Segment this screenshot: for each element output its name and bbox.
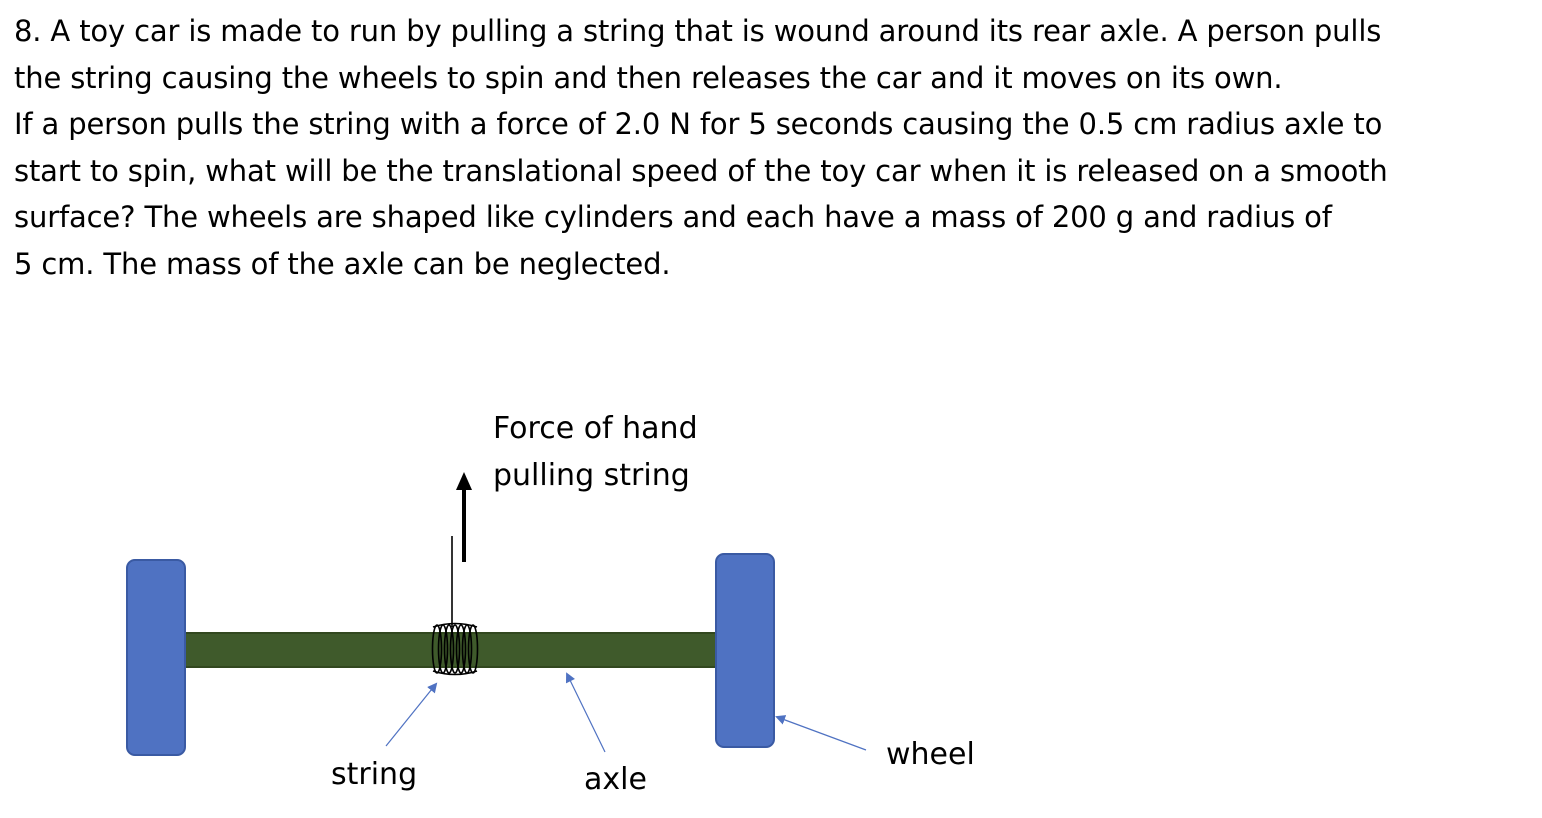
- problem-line: 5 cm. The mass of the axle can be neglec…: [14, 246, 671, 281]
- axle-label: axle: [584, 762, 647, 797]
- problem-line: 8. A toy car is made to run by pulling a…: [14, 14, 1382, 48]
- problem-line: If a person pulls the string with a forc…: [14, 107, 1383, 141]
- problem-statement: 8. A toy car is made to run by pulling a…: [14, 8, 1524, 287]
- string-pointer-arrow: [385, 682, 438, 747]
- force-label-line-2: pulling string: [493, 458, 690, 493]
- wheel-label: wheel: [886, 737, 975, 772]
- string-label: string: [331, 757, 417, 792]
- problem-line: surface? The wheels are shaped like cyli…: [14, 200, 1332, 234]
- problem-line: start to spin, what will be the translat…: [14, 153, 1388, 188]
- wheel-pointer-arrow: [775, 715, 867, 751]
- left-wheel: [126, 559, 186, 756]
- problem-line: the string causing the wheels to spin an…: [14, 60, 1283, 95]
- right-wheel: [715, 553, 775, 748]
- force-arrow: [456, 472, 472, 562]
- force-label-line-1: Force of hand: [493, 411, 698, 446]
- axle-pointer-arrow: [566, 672, 606, 753]
- string-coil: [431, 622, 479, 676]
